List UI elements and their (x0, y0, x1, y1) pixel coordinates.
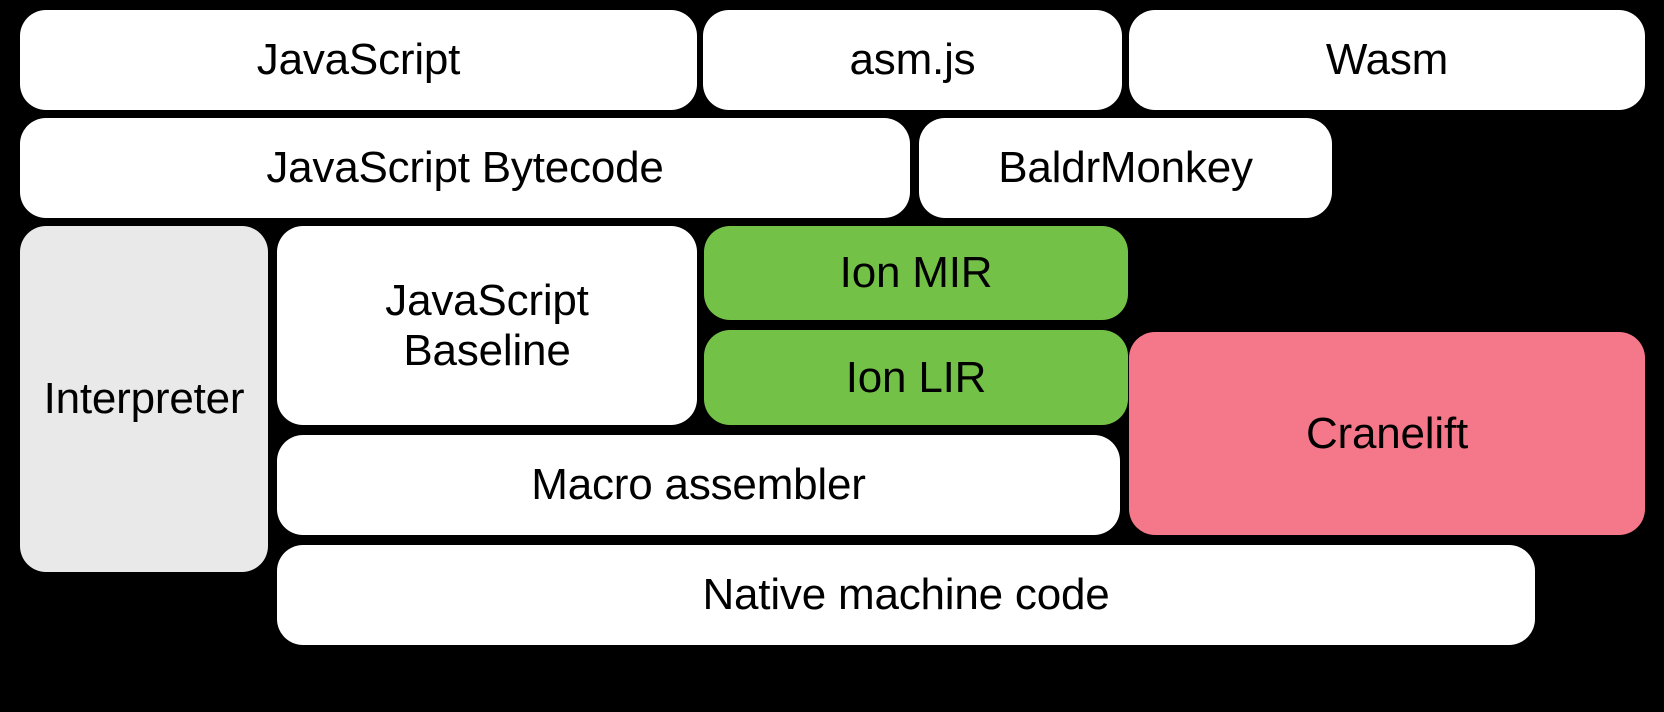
node-native-machine-code[interactable]: Native machine code (277, 545, 1535, 645)
node-asmjs[interactable]: asm.js (703, 10, 1122, 110)
node-cranelift-label: Cranelift (1305, 408, 1469, 458)
node-ion-lir-label: Ion LIR (845, 352, 987, 402)
node-ion-mir-label: Ion MIR (839, 248, 993, 298)
node-interpreter-label: Interpreter (43, 374, 245, 424)
node-native-machine-code-label: Native machine code (702, 570, 1110, 620)
node-javascript-bytecode-label: JavaScript Bytecode (266, 143, 664, 193)
node-ion-lir[interactable]: Ion LIR (704, 330, 1128, 425)
node-cranelift[interactable]: Cranelift (1129, 332, 1645, 535)
node-baldrmonkey-label: BaldrMonkey (998, 143, 1253, 193)
node-javascript-baseline-label: JavaScript Baseline (385, 275, 589, 375)
node-javascript-label: JavaScript (256, 35, 461, 85)
node-ion-mir[interactable]: Ion MIR (704, 226, 1128, 320)
node-javascript[interactable]: JavaScript (20, 10, 697, 110)
node-wasm[interactable]: Wasm (1129, 10, 1645, 110)
node-macro-assembler[interactable]: Macro assembler (277, 435, 1120, 535)
node-macro-assembler-label: Macro assembler (531, 460, 866, 510)
node-baldrmonkey[interactable]: BaldrMonkey (919, 118, 1332, 218)
node-asmjs-label: asm.js (849, 35, 976, 85)
node-wasm-label: Wasm (1325, 35, 1449, 85)
node-javascript-baseline[interactable]: JavaScript Baseline (277, 226, 697, 425)
node-javascript-bytecode[interactable]: JavaScript Bytecode (20, 118, 910, 218)
node-interpreter[interactable]: Interpreter (20, 226, 268, 572)
